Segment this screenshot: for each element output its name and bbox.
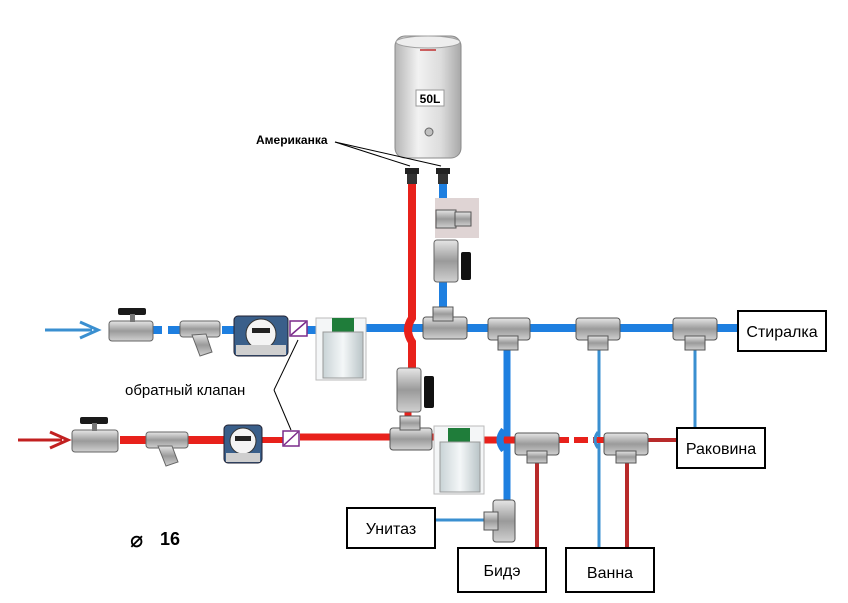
water-filter-hot	[433, 425, 485, 495]
heater-safety-valve-hot	[396, 367, 434, 413]
tee-fitting-cold-heater	[422, 306, 468, 340]
americanka-pointer-line	[334, 141, 442, 167]
americanka-pointer-line	[334, 141, 411, 167]
diameter-symbol: ⌀	[130, 527, 143, 552]
ball-valve-hot	[71, 417, 119, 453]
fixture-washer: Стиралка	[737, 310, 827, 352]
fixture-bath-label: Ванна	[587, 565, 633, 582]
pipe-crossover	[593, 431, 600, 449]
tee-fitting-cold-sink	[672, 317, 718, 351]
strainer-hot	[145, 431, 189, 467]
diameter-value: 16	[160, 529, 180, 549]
union-connector-hot	[405, 168, 419, 184]
tee-fitting-hot-heater	[389, 415, 433, 451]
water-meter-hot	[223, 424, 263, 464]
fixture-bidet: Бидэ	[457, 547, 547, 593]
heater-cold-tee	[435, 198, 479, 238]
check-valve-hot	[282, 430, 300, 447]
water-filter-cold	[315, 317, 367, 381]
water-meter-cold	[233, 315, 289, 357]
fixture-bath: Ванна	[565, 547, 655, 593]
fixture-washer-label: Стиралка	[746, 324, 817, 341]
tee-fitting-cold-toilet	[487, 317, 531, 351]
tee-fitting-hot-bidet	[514, 432, 560, 464]
hot-water-pipes	[120, 184, 680, 548]
americanka-label: Американка	[256, 133, 328, 147]
check-valve-pointer-line	[273, 339, 299, 391]
heater-capacity-label: 50L	[420, 92, 441, 106]
tee-fitting-toilet	[483, 499, 516, 543]
hot-inlet-arrow	[18, 430, 72, 450]
fixture-bidet-label: Бидэ	[483, 563, 520, 580]
check-valve-cold	[289, 320, 308, 337]
fixture-toilet: Унитаз	[346, 507, 436, 549]
tee-fitting-hot-bath	[603, 432, 649, 464]
pipe-crossover	[496, 427, 507, 453]
fixture-toilet-label: Унитаз	[366, 521, 416, 538]
union-connector-cold	[436, 168, 450, 184]
check-valve-label: обратный клапан	[125, 382, 245, 399]
heater-safety-valve-cold	[433, 239, 471, 283]
check-valve-pointer-line	[273, 389, 292, 431]
pipe-diameter-note: ⌀ 16	[130, 527, 180, 552]
tee-fitting-cold-bath	[575, 317, 621, 351]
fixture-sink: Раковина	[676, 427, 766, 469]
cold-inlet-arrow	[45, 320, 102, 340]
ball-valve-cold	[108, 308, 154, 342]
strainer-cold	[179, 320, 221, 357]
water-heater: 50L	[394, 35, 462, 159]
fixture-sink-label: Раковина	[686, 441, 756, 458]
